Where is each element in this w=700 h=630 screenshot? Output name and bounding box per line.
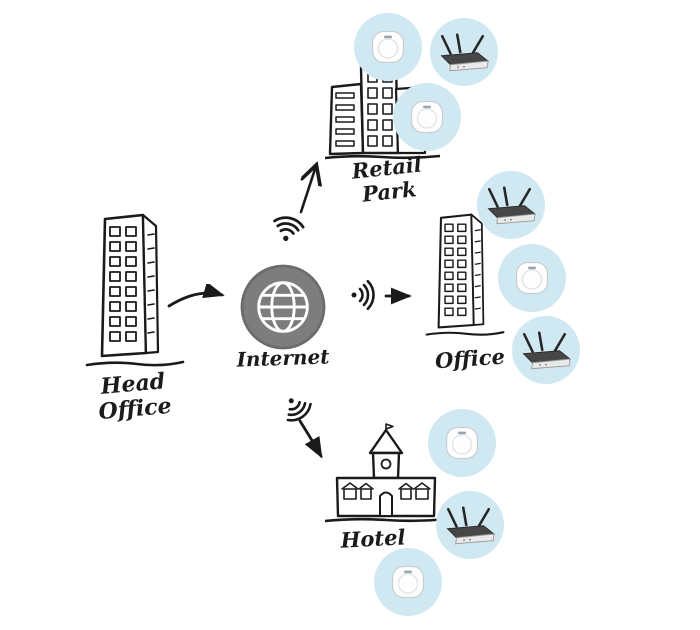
access-point-icon [405,95,449,139]
office-label: Office [434,343,506,374]
device-bubble [428,409,496,477]
retail-park-label: Retail Park [334,151,442,209]
router-icon [437,31,491,73]
device-bubble [430,18,498,86]
arrow-internet-to-hotel [298,419,323,459]
device-bubble [477,171,545,239]
access-point-icon [386,560,430,604]
device-bubble [354,13,422,81]
access-point-icon [510,256,554,300]
internet-globe-icon [238,262,328,352]
access-point-icon [440,421,484,465]
wifi-signal-icon-right [349,278,379,312]
router-icon [484,184,538,226]
internet-label: Internet [236,344,330,372]
arrow-head-office-to-internet [167,284,225,308]
access-point-icon [366,25,410,69]
device-bubble [512,316,580,384]
arrow-internet-to-retail-park [299,154,330,214]
arrow-internet-to-office [384,287,412,305]
device-bubble [498,244,566,312]
router-icon [519,329,573,371]
device-bubble [393,83,461,151]
device-bubble [374,548,442,616]
device-bubble [436,491,504,559]
router-icon [443,504,497,546]
head-office-label: Head Office [76,367,192,426]
